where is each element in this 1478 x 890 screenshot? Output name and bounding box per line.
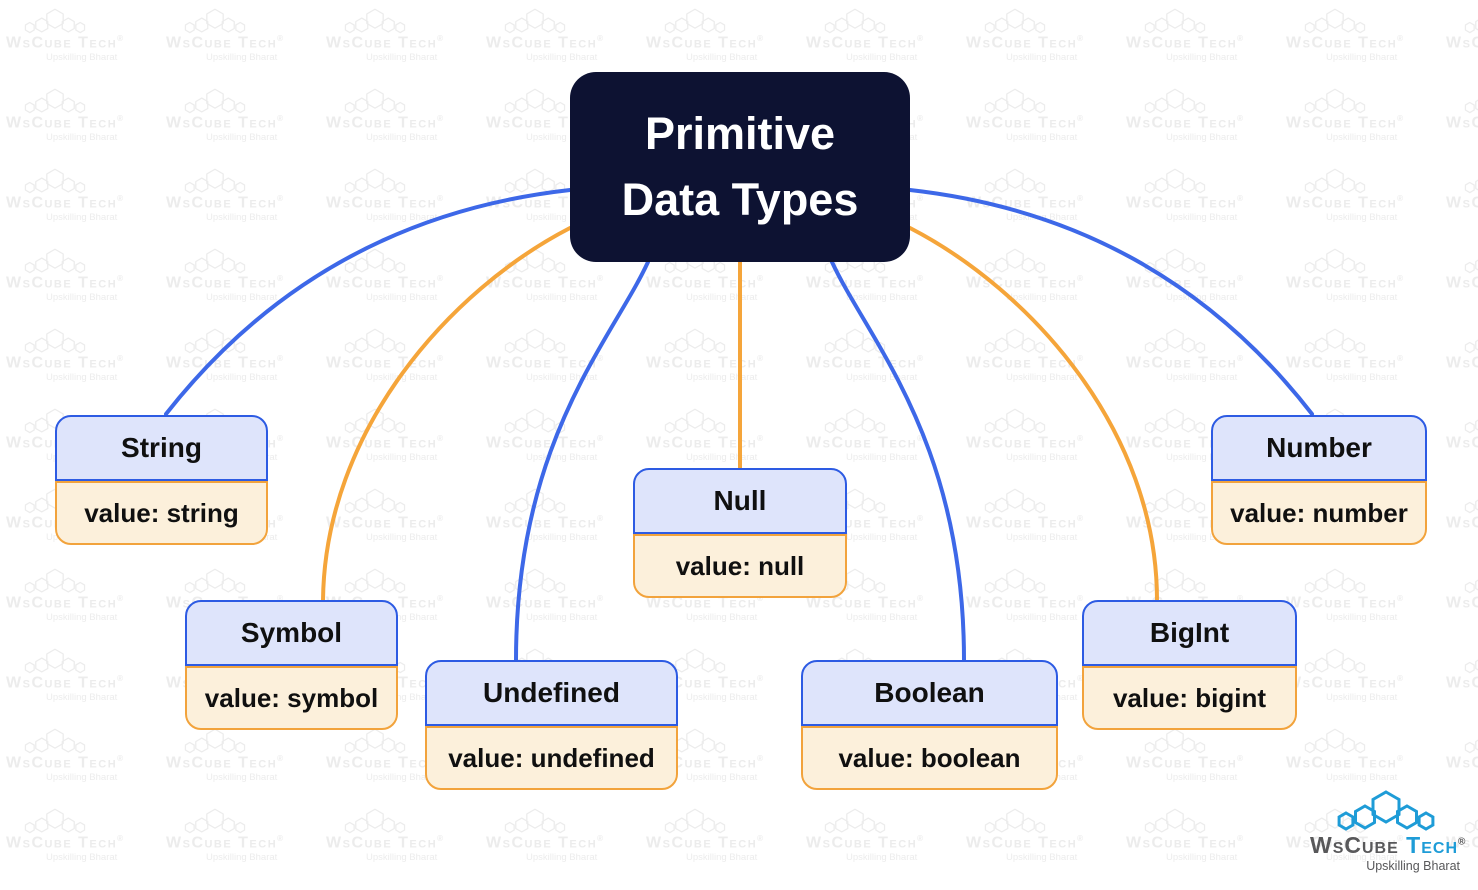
node-undefined-label: Undefined <box>425 660 678 726</box>
node-boolean-value: value: boolean <box>801 726 1058 790</box>
connector-symbol-line <box>321 226 572 602</box>
title-box: Primitive Data Types <box>570 72 910 262</box>
node-symbol-value: value: symbol <box>185 666 398 730</box>
node-undefined: Undefined value: undefined <box>425 660 678 790</box>
node-bigint-label: BigInt <box>1082 600 1297 666</box>
node-bigint: BigInt value: bigint <box>1082 600 1297 730</box>
title-line-1: Primitive <box>644 107 836 159</box>
node-bigint-value: value: bigint <box>1082 666 1297 730</box>
connector-boolean-line <box>830 260 966 662</box>
registered-mark: ® <box>1458 835 1466 847</box>
connector-bigint-line <box>908 226 1159 602</box>
connector-number-line <box>908 188 1314 416</box>
node-string-label: String <box>55 415 268 481</box>
node-symbol: Symbol value: symbol <box>185 600 398 730</box>
node-string-value: value: string <box>55 481 268 545</box>
hexagon-logo-icon <box>1310 789 1462 836</box>
node-null-label: Null <box>633 468 847 534</box>
node-string: String value: string <box>55 415 268 545</box>
node-undefined-value: value: undefined <box>425 726 678 790</box>
node-boolean: Boolean value: boolean <box>801 660 1058 790</box>
node-boolean-label: Boolean <box>801 660 1058 726</box>
title-line-2: Data Types <box>621 174 859 225</box>
wscube-tech-logo: WsCube Tech® Upskilling Bharat <box>1310 789 1466 873</box>
node-number: Number value: number <box>1211 415 1427 545</box>
node-null-value: value: null <box>633 534 847 598</box>
connector-undefined-line <box>514 260 650 662</box>
connector-string-line <box>164 188 572 416</box>
logo-brand-text: WsCube Tech® <box>1310 831 1466 858</box>
node-number-label: Number <box>1211 415 1427 481</box>
node-number-value: value: number <box>1211 481 1427 545</box>
node-symbol-label: Symbol <box>185 600 398 666</box>
logo-tagline: Upskilling Bharat <box>1366 858 1460 873</box>
node-null: Null value: null <box>633 468 847 598</box>
